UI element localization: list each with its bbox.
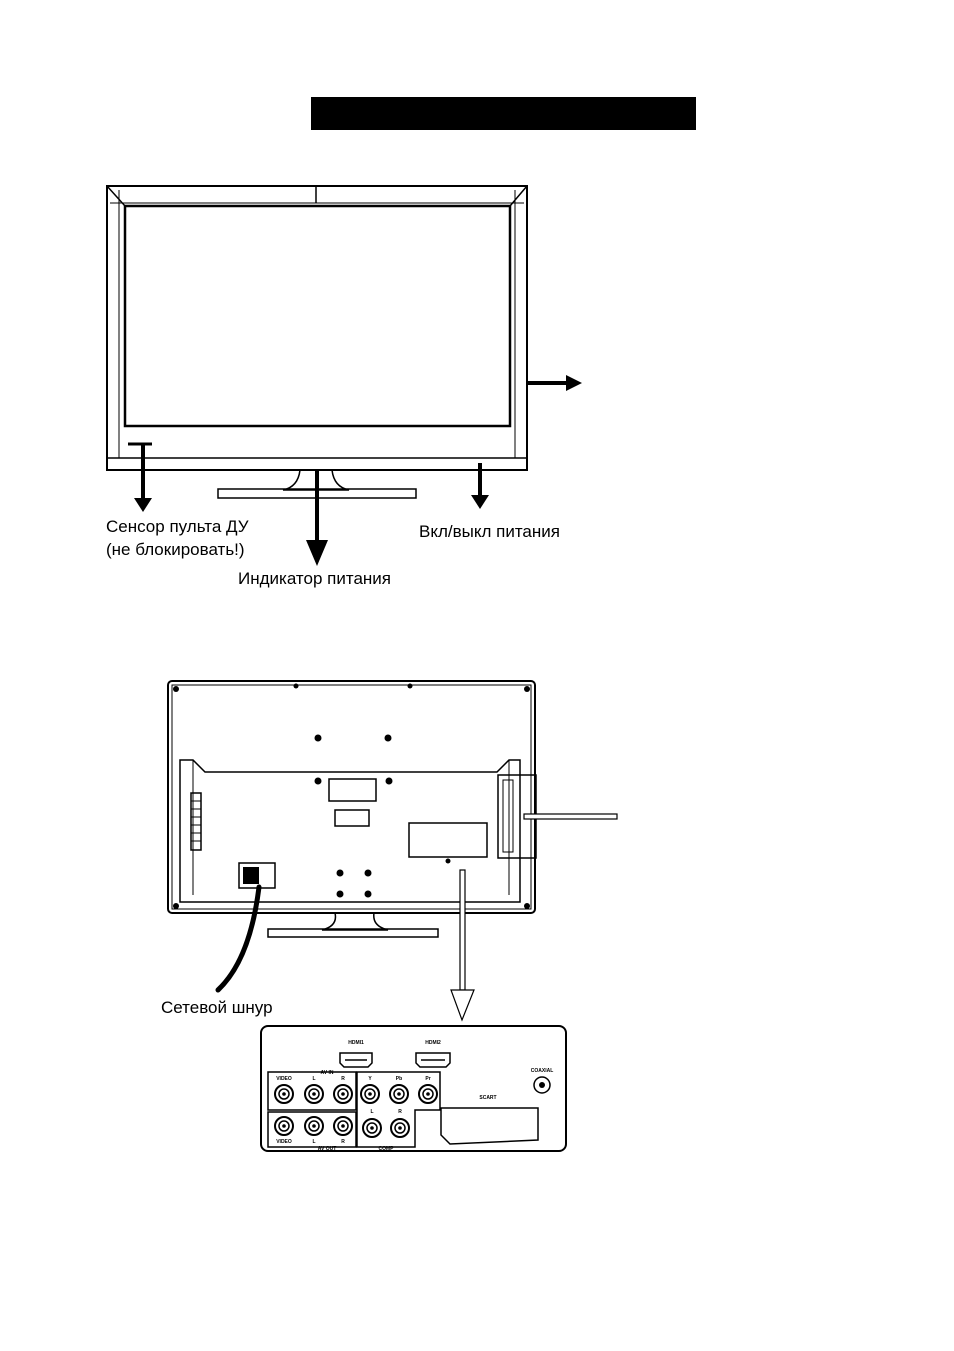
scart-port — [441, 1108, 538, 1144]
av-out-label: AV OUT — [318, 1146, 337, 1152]
rca-video-in — [275, 1085, 293, 1103]
rca-r-in — [334, 1085, 352, 1103]
rca-y — [361, 1085, 379, 1103]
l-in-label: L — [312, 1076, 315, 1082]
tv-front-view — [107, 186, 527, 498]
rca-video-out — [275, 1117, 293, 1135]
back-label-plate-2 — [335, 810, 369, 826]
back-label-plate-3 — [409, 823, 487, 857]
rca-r-out — [334, 1117, 352, 1135]
power-indicator-label: Индикатор питания — [238, 568, 391, 590]
rca-pr — [419, 1085, 437, 1103]
power-switch-label: Вкл/выкл питания — [419, 521, 560, 543]
hdmi2-label: HDMI2 — [425, 1040, 441, 1046]
pb-label: Pb — [396, 1076, 402, 1082]
rca-pb — [390, 1085, 408, 1103]
video-in-label: VIDEO — [276, 1076, 292, 1082]
av-in-label: AV IN — [321, 1070, 334, 1076]
comp-l-label: L — [370, 1109, 373, 1115]
hdmi1-label: HDMI1 — [348, 1040, 364, 1046]
side-callout — [524, 814, 617, 819]
back-stand-neck — [322, 913, 388, 930]
comp-r-label: R — [398, 1109, 402, 1115]
rca-l-in — [305, 1085, 323, 1103]
l-out-label: L — [312, 1139, 315, 1145]
remote-sensor-label-line2: (не блокировать!) — [106, 539, 245, 561]
screen — [125, 206, 510, 426]
port-callout-arrow — [451, 870, 474, 1020]
back-label-plate-1 — [329, 779, 376, 801]
back-frame — [168, 681, 535, 913]
comp-label: COMP — [379, 1146, 395, 1152]
front-bezel — [107, 186, 527, 470]
coaxial-label: COAXIAL — [531, 1068, 554, 1074]
r-in-label: R — [341, 1076, 345, 1082]
power-cord-label: Сетевой шнур — [161, 997, 273, 1019]
pr-label: Pr — [425, 1076, 430, 1082]
tv-back-view — [168, 681, 536, 937]
rca-l-out — [305, 1117, 323, 1135]
rca-comp-l — [363, 1119, 381, 1137]
y-label: Y — [368, 1076, 372, 1082]
r-out-label: R — [341, 1139, 345, 1145]
rca-comp-r — [391, 1119, 409, 1137]
scart-label: SCART — [479, 1095, 496, 1101]
remote-sensor-label-line1: Сенсор пульта ДУ — [106, 516, 249, 538]
video-out-label: VIDEO — [276, 1139, 292, 1145]
